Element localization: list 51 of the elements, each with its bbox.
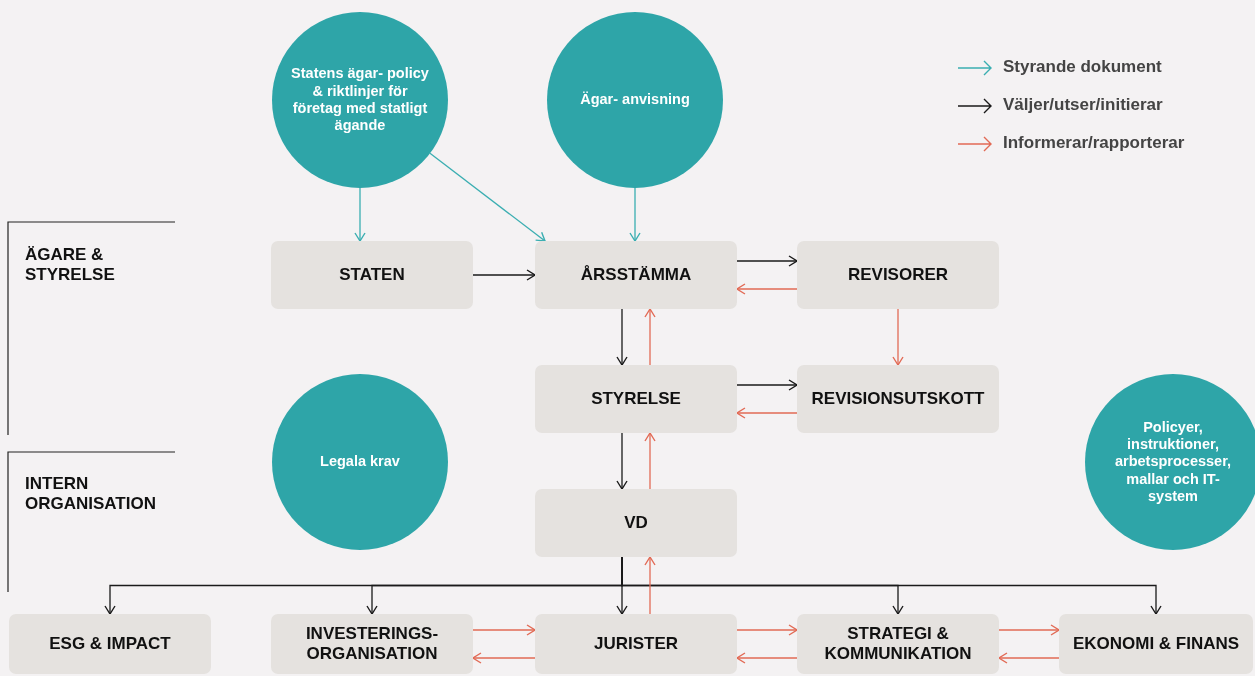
legend-label: Styrande dokument [1003,57,1162,77]
arrow [354,187,366,242]
arrow [892,308,904,366]
arrow [629,187,641,242]
org-box [797,614,999,674]
box-label: INVESTERINGS- ORGANISATION [304,624,440,664]
arrow [998,652,1060,664]
org-box [535,241,737,309]
arrow [616,308,628,366]
box-label: STYRELSE [590,389,682,409]
org-box [271,614,473,674]
arrow [736,652,798,664]
org-box [535,489,737,557]
arrow [472,624,536,636]
section-label: INTERN ORGANISATION [25,474,157,515]
org-box [9,614,211,674]
box-label: REVISIONSUTSKOTT [810,389,986,409]
section-label: ÄGARE & STYRELSE [25,245,116,286]
arrow [472,652,536,664]
arrow [644,556,656,615]
arrow [472,269,536,281]
org-box [535,614,737,674]
arrow [616,432,628,490]
box-label: ESG & IMPACT [48,634,172,654]
org-box [797,241,999,309]
legend-label: Väljer/utser/initierar [1003,95,1163,115]
arrow [644,432,656,490]
circle-label: Statens ägar- policy & riktlinjer för företag med statligt ägande [290,65,430,135]
circle-label: Ägar- anvisning [579,91,691,109]
box-label: STRATEGI & KOMMUNIKATION [823,624,973,664]
arrow [736,255,798,267]
box-label: REVISORER [846,265,950,285]
arrow [644,308,656,366]
box-label: EKONOMI & FINANS [1071,634,1241,654]
box-label: JURISTER [592,634,680,654]
circle-label: Policyer, instruktioner, arbetsprocesser, mallar och IT-system [1114,418,1232,506]
box-label: VD [623,513,649,533]
legend-label: Informerar/rapporterar [1003,133,1185,153]
arrow [736,407,798,419]
box-label: ÅRSSTÄMMA [579,265,693,285]
arrow [736,283,798,295]
arrow [429,152,546,242]
org-box [535,365,737,433]
org-box [271,241,473,309]
org-box [797,365,999,433]
arrow [998,624,1060,636]
org-box [1059,614,1253,674]
box-label: STATEN [338,265,406,285]
arrow [736,379,798,391]
arrow [736,624,798,636]
circle-label: Legala krav [319,453,401,471]
